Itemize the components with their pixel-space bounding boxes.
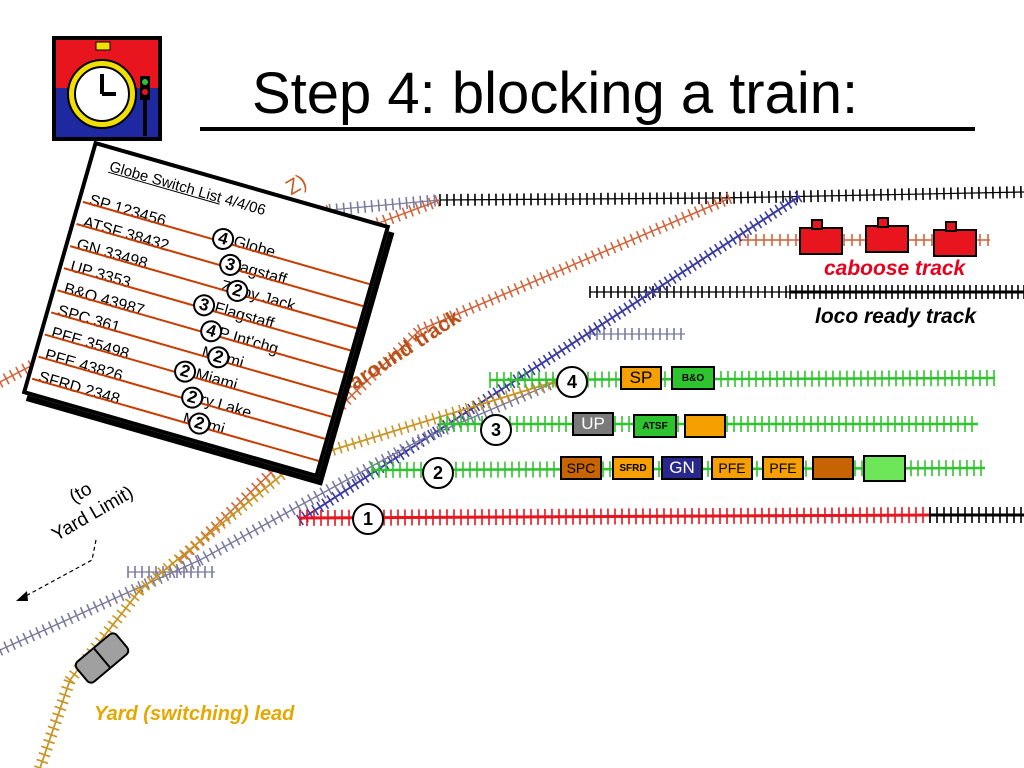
top-track-right (719, 186, 1024, 205)
track-number-3: 3 (480, 414, 512, 446)
yard-lead-label: Yard (switching) lead (94, 703, 295, 725)
car-pfe-2: PFE (762, 456, 804, 480)
gray-diagonal-track (196, 437, 421, 566)
switch-list-date: 4/4/06 (222, 191, 268, 220)
car-green-empty (863, 455, 906, 482)
yard-lead-track (135, 456, 302, 596)
loco-ready-track-label: loco ready track (815, 305, 977, 328)
signal-icon (140, 76, 150, 136)
track-number-1: 1 (352, 503, 384, 535)
caboose-icon (799, 219, 843, 255)
car-up: UP (572, 412, 614, 436)
car-bo: B&O (671, 366, 715, 390)
track-number-2: 2 (422, 457, 454, 489)
loco-ready-track-light (589, 286, 790, 298)
car-sp: SP (620, 366, 662, 390)
car-atsf: ATSF (633, 414, 677, 438)
locomotive-icon (74, 632, 130, 684)
pocket-watch-icon (52, 36, 162, 141)
caboose-icon (933, 221, 977, 257)
car-brown-empty (812, 456, 854, 480)
caboose-track-label: caboose track (824, 257, 966, 280)
caboose-icon (865, 217, 909, 253)
car-orange-empty (684, 414, 726, 438)
loco-ready-track (789, 285, 1024, 299)
car-spc: SPC (560, 456, 602, 480)
car-pfe-1: PFE (711, 456, 753, 480)
track-1-tail (929, 507, 1024, 523)
title-underline (200, 127, 975, 131)
yard-limit-arrow (21, 539, 97, 599)
yard-lead-track (297, 375, 561, 466)
top-track (439, 191, 721, 207)
yard-lead-track (34, 679, 76, 768)
car-gn: GN (661, 456, 703, 480)
page-title: Step 4: blocking a train: (252, 61, 859, 126)
track-1 (299, 506, 931, 527)
diagonal-orange-track (416, 192, 733, 336)
yard-limit-arrowhead (16, 591, 28, 601)
track-number-4: 4 (556, 366, 588, 398)
top-track-junction (328, 194, 441, 217)
short-spur (589, 328, 685, 340)
gray-diagonal-track (0, 555, 202, 656)
car-sfrd: SFRD (612, 456, 654, 480)
